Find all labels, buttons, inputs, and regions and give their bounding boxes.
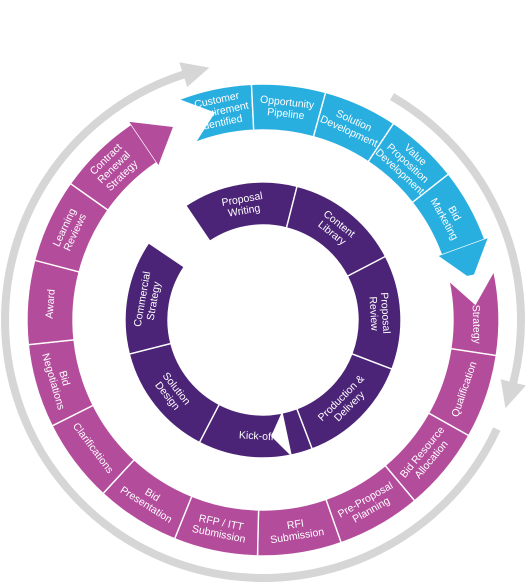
outer-segment-bid-marketing bbox=[411, 173, 486, 256]
outer-label-win-strategy: Win Strategy bbox=[469, 284, 483, 345]
blue-band-arrowhead bbox=[438, 238, 488, 280]
outer-label-opportunity-pipeline: OpportunityPipeline bbox=[258, 94, 315, 123]
outer-segment-contract-renewal-strategy bbox=[69, 123, 158, 212]
grey-arc-left bbox=[1, 69, 501, 582]
grey-arc-right bbox=[389, 93, 525, 388]
inner-ring-notch bbox=[271, 410, 293, 457]
blue-band-tail-notch bbox=[178, 98, 216, 144]
pink-band-arrowhead bbox=[129, 121, 173, 165]
outer-ring: CustomerRequirementIdentifiedOpportunity… bbox=[26, 83, 500, 557]
pink-band-tail-notch bbox=[447, 270, 495, 306]
cycle-arrows bbox=[1, 62, 526, 582]
grey-arrowhead-right bbox=[500, 379, 526, 409]
inner-label-proposal-review: ProposalReview bbox=[366, 292, 392, 335]
inner-segment-commercial-strategy bbox=[124, 241, 186, 355]
inner-label-kick-off: Kick-off bbox=[239, 429, 275, 443]
grey-arrowhead-left bbox=[179, 62, 210, 87]
inner-label-proposal-writing: ProposalWriting bbox=[221, 190, 266, 220]
outer-label-award: Award bbox=[44, 289, 58, 320]
